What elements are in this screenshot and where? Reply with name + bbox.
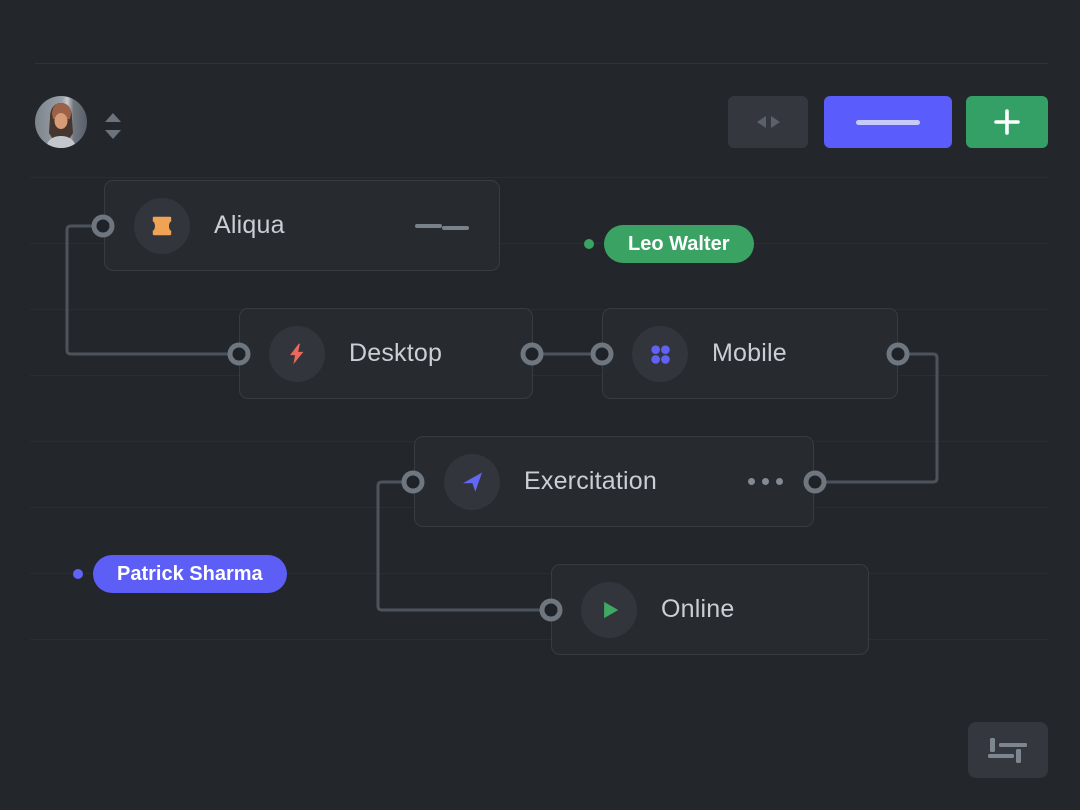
dash-icon <box>856 119 920 125</box>
user-avatar[interactable] <box>35 96 87 148</box>
connection-mobile-exercitation <box>815 352 939 484</box>
port-online-left[interactable] <box>539 598 563 622</box>
badge-dot-purple <box>73 569 83 579</box>
gridline <box>30 375 1048 376</box>
port-exercitation-left[interactable] <box>401 470 425 494</box>
send-icon <box>462 472 482 492</box>
connection-aliqua-desktop <box>65 224 239 356</box>
port-aliqua-left[interactable] <box>91 214 115 238</box>
node-icon-circle <box>134 197 190 254</box>
header-divider <box>35 63 1048 64</box>
drag-handle-icon[interactable] <box>415 221 469 230</box>
node-icon-circle <box>581 581 637 638</box>
node-label: Aliqua <box>214 211 285 239</box>
play-icon <box>604 601 619 618</box>
gridline <box>30 639 1048 640</box>
node-label: Desktop <box>349 339 443 367</box>
horizontal-resize-icon <box>756 116 780 128</box>
node-label: Mobile <box>712 339 787 367</box>
port-mobile-left[interactable] <box>590 342 614 366</box>
plus-icon <box>994 109 1020 135</box>
node-aliqua[interactable]: Aliqua <box>104 180 500 271</box>
primary-action-button[interactable] <box>824 96 952 148</box>
avatar-image <box>35 96 87 148</box>
add-node-button[interactable] <box>966 96 1048 148</box>
sliders-icon <box>988 737 1027 763</box>
gridline <box>30 177 1048 178</box>
dots-grid-icon <box>651 344 670 364</box>
node-exercitation[interactable]: Exercitation <box>414 436 814 527</box>
node-desktop[interactable]: Desktop <box>239 308 533 399</box>
gridline <box>30 243 1048 244</box>
chevron-down-icon <box>105 130 121 139</box>
node-label: Online <box>661 595 735 623</box>
settings-button[interactable] <box>968 722 1048 778</box>
connection-exercitation-online <box>376 480 551 612</box>
node-online[interactable]: Online <box>551 564 869 655</box>
badge-patrick-sharma[interactable]: Patrick Sharma <box>93 555 287 593</box>
node-label: Exercitation <box>524 467 658 495</box>
ticket-icon <box>152 216 172 235</box>
node-icon-circle <box>632 325 688 382</box>
chevron-up-icon <box>105 113 121 122</box>
collapse-expand-button[interactable] <box>728 96 808 148</box>
sort-toggle[interactable] <box>104 111 122 141</box>
gridline <box>30 309 1048 310</box>
gridline <box>30 573 1048 574</box>
node-mobile[interactable]: Mobile <box>602 308 898 399</box>
port-desktop-right[interactable] <box>520 342 544 366</box>
badge-leo-walter[interactable]: Leo Walter <box>604 225 754 263</box>
lightning-icon <box>290 343 304 364</box>
port-mobile-right[interactable] <box>886 342 910 366</box>
node-icon-circle <box>269 325 325 382</box>
badge-dot-green <box>584 239 594 249</box>
port-desktop-left[interactable] <box>227 342 251 366</box>
ellipsis-icon[interactable] <box>748 478 783 485</box>
port-exercitation-right[interactable] <box>803 470 827 494</box>
node-icon-circle <box>444 453 500 510</box>
